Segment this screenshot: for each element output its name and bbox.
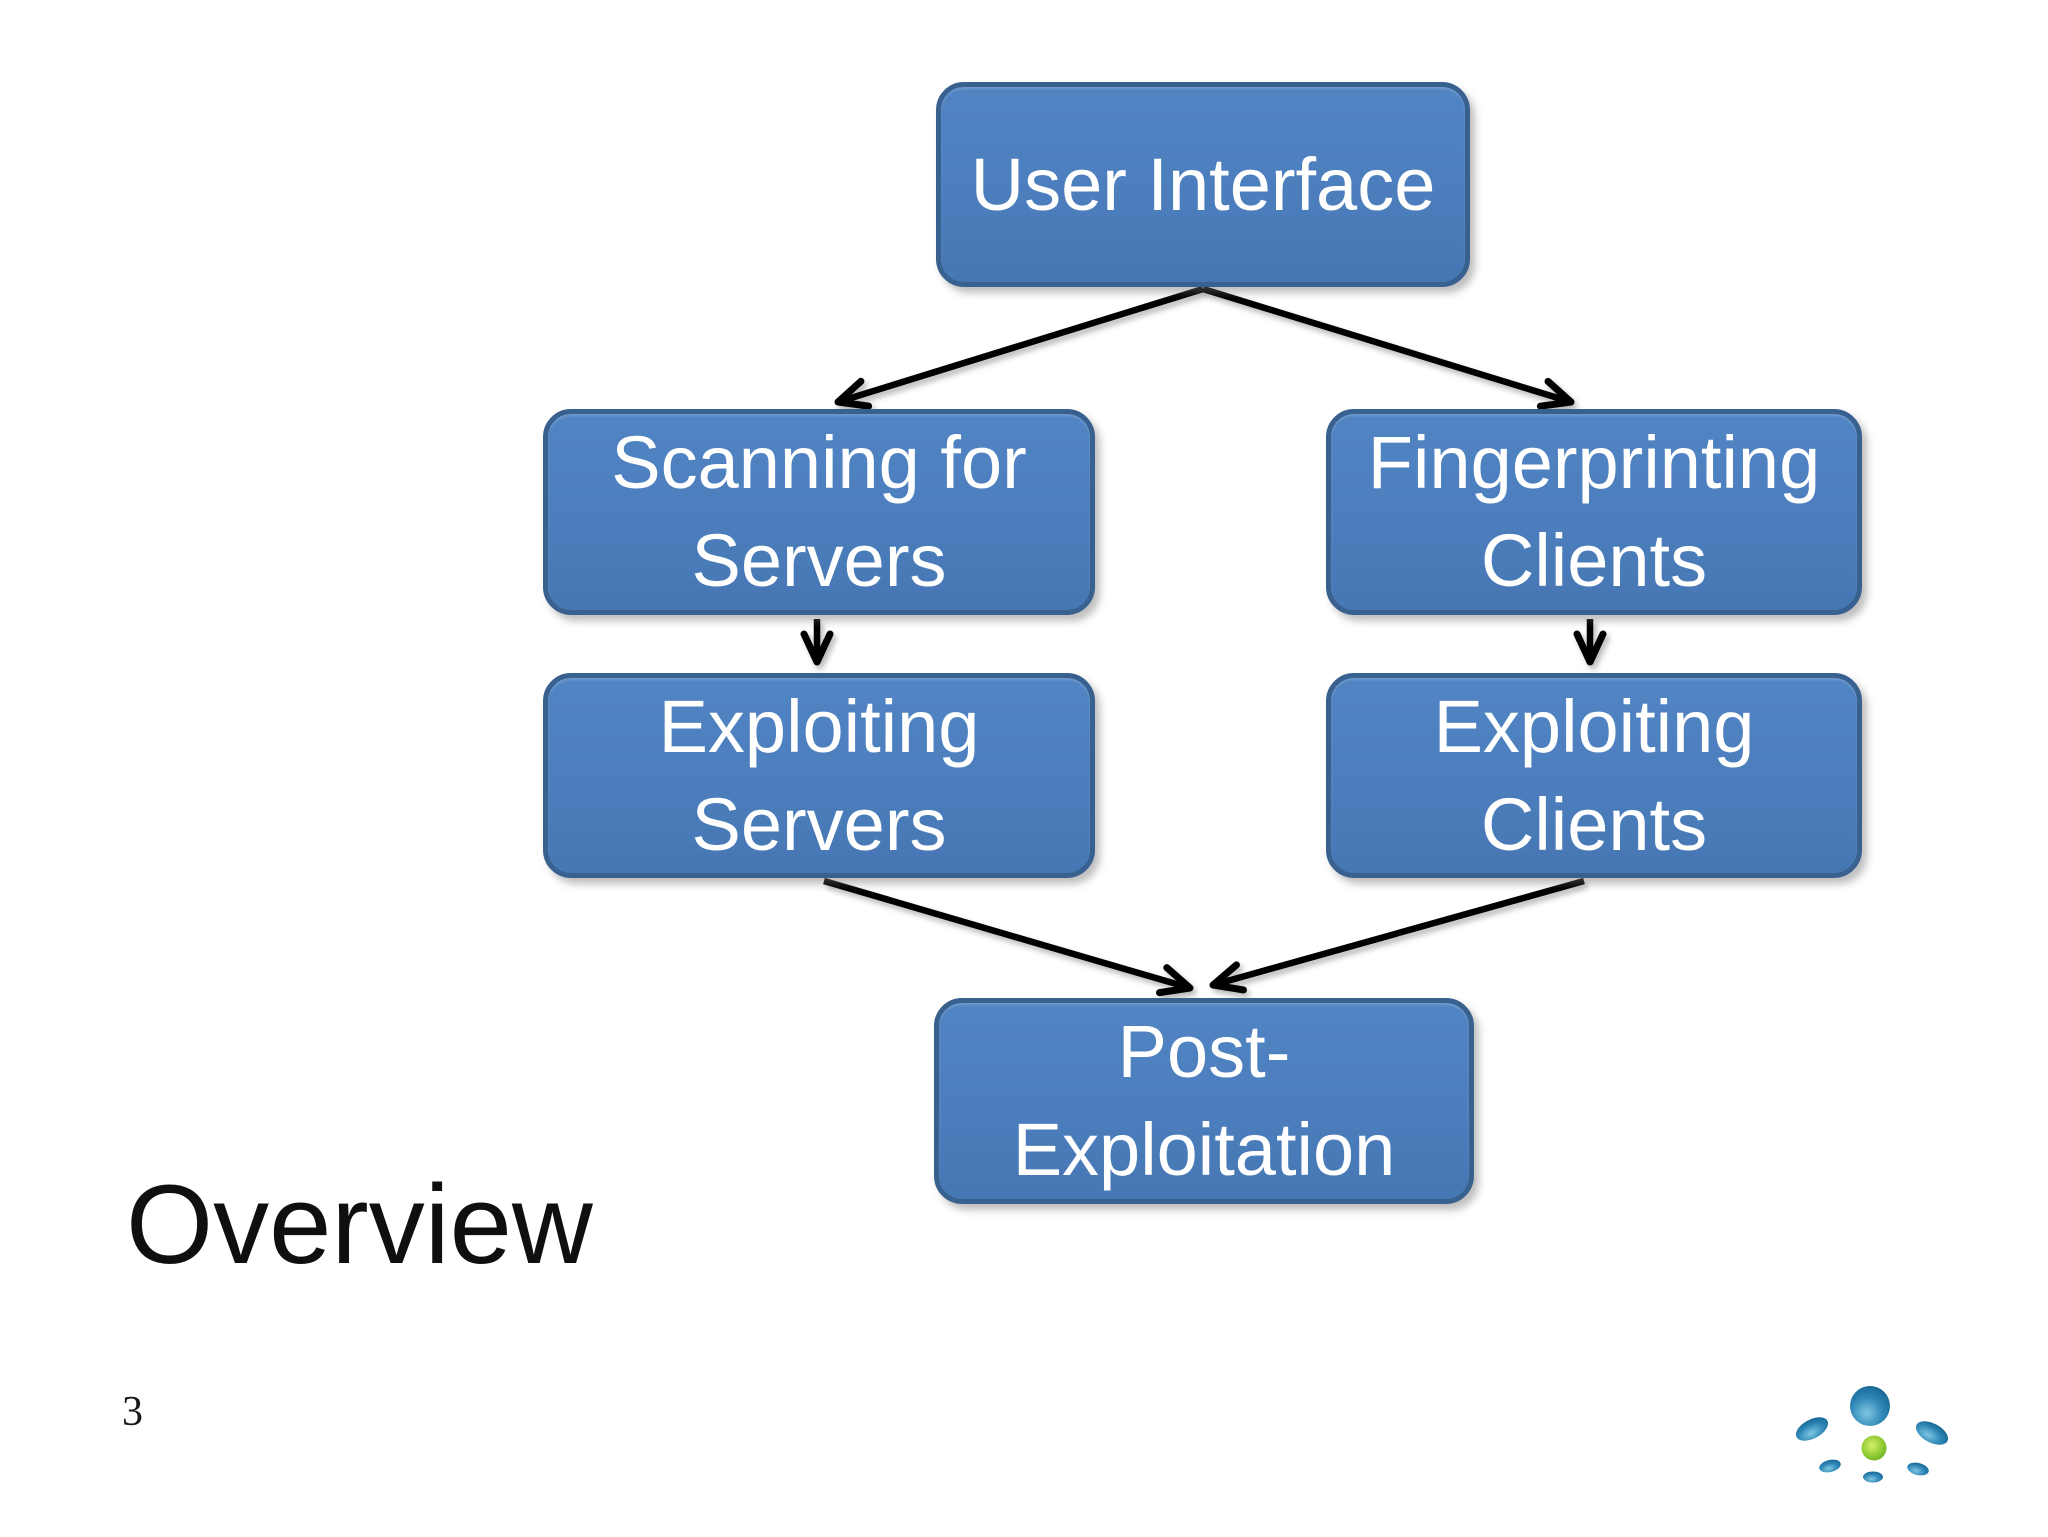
node-label: Scanning for Servers bbox=[611, 421, 1027, 602]
logo-petal-top bbox=[1850, 1386, 1890, 1426]
arrow-ui-to-scanning bbox=[834, 285, 1204, 410]
logo-petal-upper-left bbox=[1795, 1417, 1829, 1441]
node-fingerprinting-clients: Fingerprinting Clients bbox=[1326, 409, 1862, 615]
node-user-interface: User Interface bbox=[936, 82, 1470, 287]
node-label: Exploiting Servers bbox=[658, 684, 980, 866]
arrow-exploiting-servers-to-post bbox=[823, 877, 1194, 997]
logo-center-dot bbox=[1861, 1435, 1887, 1461]
node-label: Fingerprinting Clients bbox=[1367, 421, 1821, 602]
node-label: User Interface bbox=[970, 142, 1436, 226]
node-label: Exploiting Clients bbox=[1433, 684, 1755, 866]
dot-flower-logo-icon bbox=[1795, 1386, 1949, 1483]
logo-petal-lower-left bbox=[1819, 1459, 1841, 1473]
node-post-exploitation: Post- Exploitation bbox=[934, 998, 1474, 1204]
page-number: 3 bbox=[122, 1389, 143, 1435]
node-scanning-for-servers: Scanning for Servers bbox=[543, 409, 1095, 615]
logo-petal-lower-center bbox=[1863, 1471, 1883, 1483]
logo-petal-upper-right bbox=[1915, 1421, 1949, 1445]
node-label: Post- Exploitation bbox=[1012, 1010, 1396, 1191]
slide-title: Overview bbox=[126, 1162, 593, 1287]
arrow-ui-to-fingerprinting bbox=[1202, 285, 1575, 410]
node-exploiting-clients: Exploiting Clients bbox=[1326, 673, 1862, 878]
node-exploiting-servers: Exploiting Servers bbox=[543, 673, 1095, 878]
arrow-exploiting-clients-to-post bbox=[1209, 877, 1585, 994]
logo-petal-lower-right bbox=[1907, 1462, 1929, 1476]
